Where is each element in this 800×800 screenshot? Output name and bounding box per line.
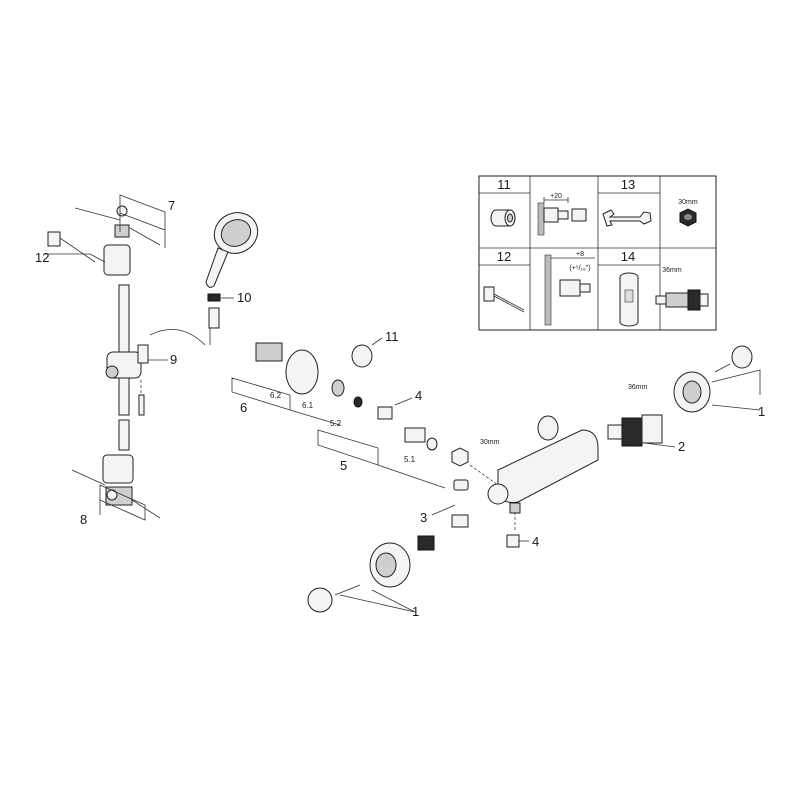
callout-1-bottom: 1 (412, 604, 419, 619)
callout-6-2: 6.2 (270, 391, 282, 400)
outlet-connector-4 (506, 534, 520, 548)
seal-5-2 (353, 396, 363, 408)
extension-11 (351, 344, 373, 368)
callout-7: 7 (168, 198, 175, 213)
cartridge-body (621, 417, 643, 447)
hose-connector (208, 307, 220, 329)
callout-2: 2 (678, 439, 685, 454)
union-fitting (255, 342, 283, 362)
mixer-left-end (487, 483, 509, 505)
shower-rail-upper (118, 284, 130, 416)
mixer-outlet (509, 502, 521, 514)
tools-cell-12-label: 12 (497, 249, 511, 264)
upper-wall-bracket (74, 205, 161, 276)
callout-6: 6 (240, 400, 247, 415)
tools-cell-13-label: 13 (621, 177, 635, 192)
callout-12: 12 (35, 250, 49, 265)
callout-11: 11 (385, 329, 399, 344)
slide-holder (105, 344, 149, 379)
tool-nut-30-label: 30mm (678, 199, 698, 206)
wall-connection-group: 6 6.2 6.1 11 4 5 5.2 5.1 30mm (231, 329, 500, 489)
stop-ring-3 (451, 514, 469, 528)
wall-plate-12 (45, 231, 106, 263)
nut-30mm-icon: 30mm (678, 199, 698, 227)
tools-cell-11-label: 11 (497, 177, 511, 192)
flow-handle-cap (307, 587, 333, 613)
hand-shower (205, 212, 259, 288)
nut-30mm (451, 447, 469, 467)
flow-handle-group: 1 (307, 535, 435, 619)
thermostat-mixer-body (469, 415, 599, 532)
callout-5-1: 5.1 (404, 455, 416, 464)
tools-table: 11 12 13 14 +20 30mm (478, 175, 717, 331)
extension-sleeve-icon (490, 209, 516, 227)
dim-36mm: 36mm (628, 384, 648, 391)
wrench-icon (602, 209, 652, 227)
dim-30mm: 30mm (480, 439, 500, 446)
escutcheon-6 (285, 349, 319, 395)
tools-cell-14-label: 14 (621, 249, 635, 264)
callout-8: 8 (80, 512, 87, 527)
callout-6-1: 6.1 (302, 401, 314, 410)
cover-plate-icon (483, 286, 525, 313)
callout-10: 10 (237, 290, 251, 305)
washer-6-1 (331, 379, 345, 397)
callout-1-right: 1 (758, 404, 765, 419)
callout-5: 5 (340, 458, 347, 473)
thermostat-cartridge-group: 36mm 2 1 (607, 345, 765, 454)
shower-rail-lower (118, 419, 130, 451)
hose-washer (207, 293, 221, 302)
callout-4-bottom: 4 (532, 534, 539, 549)
connector-4 (377, 406, 393, 420)
eccentric-5-1 (404, 427, 426, 443)
offset-dim-fraction: (+⁵/₁₆") (569, 265, 590, 272)
flow-cartridge (417, 535, 435, 551)
shower-rail-assembly: 7 12 9 10 (35, 194, 259, 527)
mixer-inlet-escutcheon (537, 415, 559, 441)
callout-5-2: 5.2 (330, 419, 342, 428)
cartridge-sleeve-icon (619, 272, 639, 327)
callout-4-top: 4 (415, 388, 422, 403)
callout-3: 3 (420, 510, 427, 525)
cartridge-tip (607, 424, 623, 440)
cartridge-head (641, 414, 663, 444)
callout-9: 9 (170, 352, 177, 367)
clip-3 (453, 479, 469, 491)
temp-handle-cap (731, 345, 753, 369)
offset-dim-label: +8 (576, 251, 584, 258)
extension-dim-label: +20 (550, 193, 562, 200)
tool-nut-36-label: 36mm (662, 267, 682, 274)
lower-wall-bracket (71, 454, 161, 519)
extension-install-diagram: +20 (537, 193, 587, 236)
offset-install-diagram: +8 (+⁵/₁₆") (544, 251, 595, 326)
cartridge-36mm-icon: 36mm (655, 267, 709, 311)
